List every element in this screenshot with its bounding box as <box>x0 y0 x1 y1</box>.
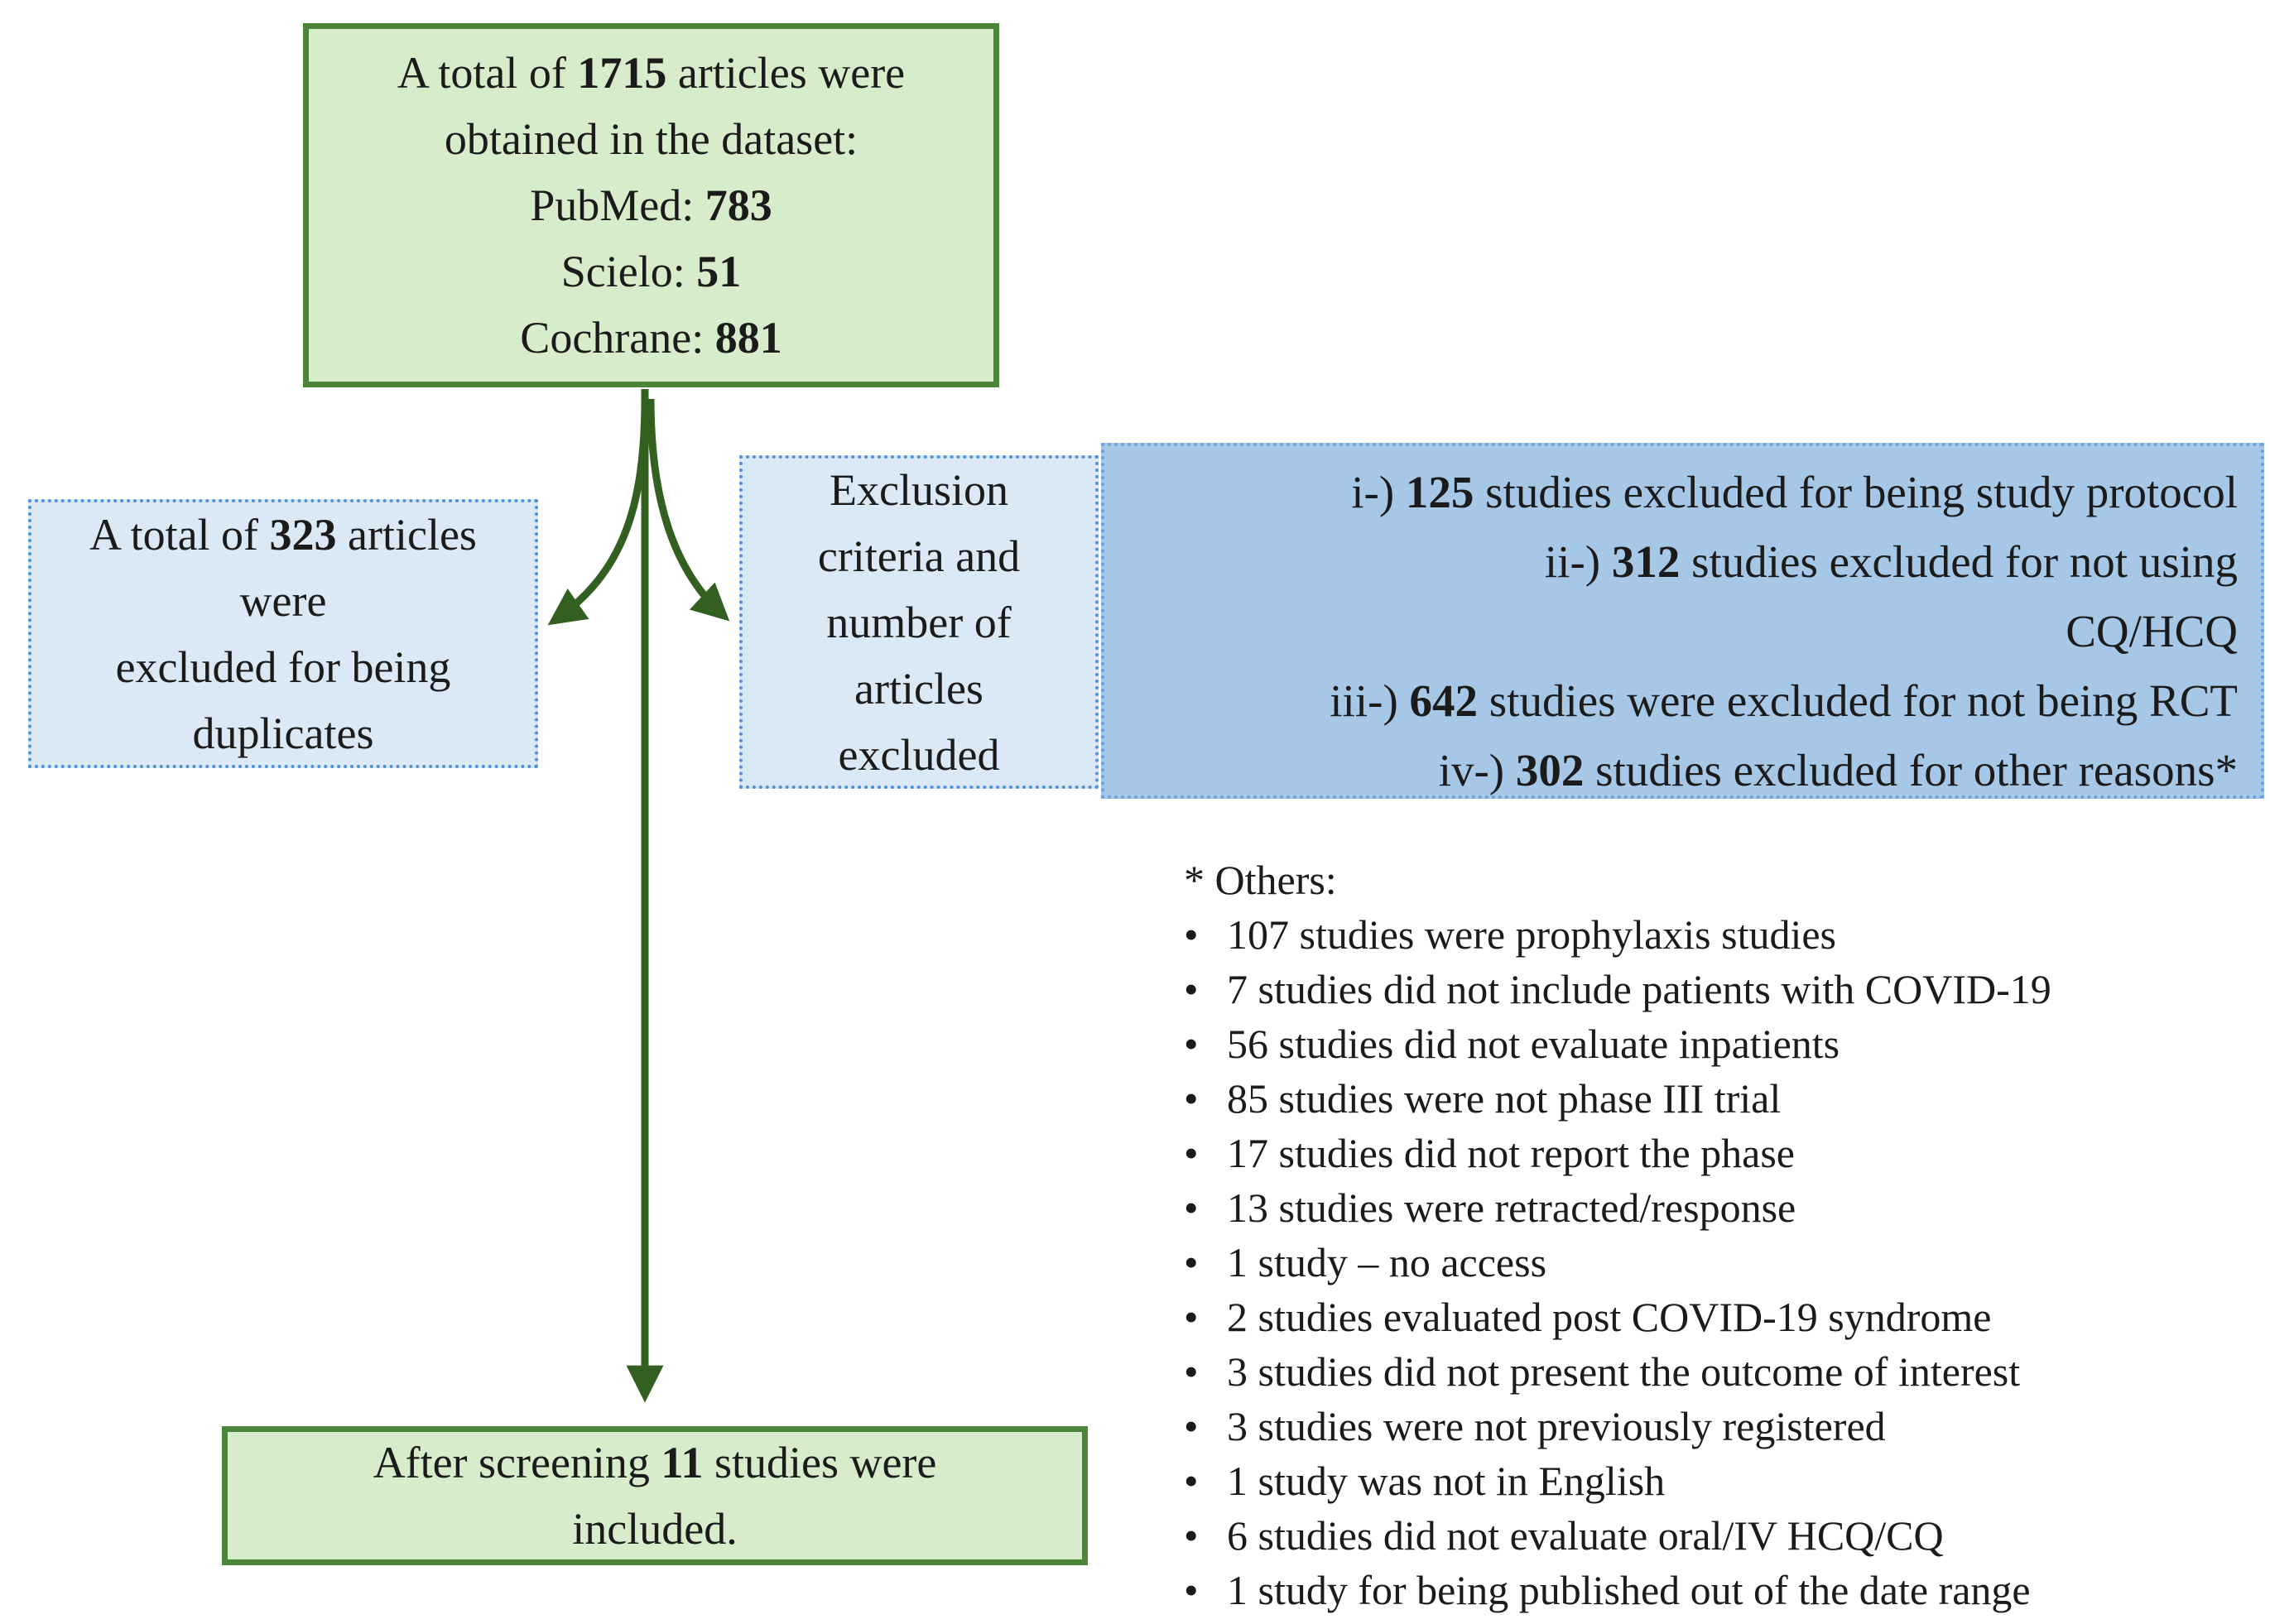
bullet-icon: • <box>1184 1403 1199 1449</box>
bullet-icon: • <box>1184 1184 1199 1231</box>
note-bullet-text: 56 studies did not evaluate inpatients <box>1227 1021 1840 1067</box>
note-bullet-item: • 1 study for being published out of the … <box>1184 1563 2270 1617</box>
bullet-icon: • <box>1184 1458 1199 1504</box>
note-bullet-text: 1 study – no access <box>1227 1239 1547 1285</box>
others-footnote: * Others: • 107 studies were prophylaxis … <box>1184 853 2270 1617</box>
bullet-icon: • <box>1184 911 1199 958</box>
others-footnote-title: * Others: <box>1184 857 1337 903</box>
note-bullet-item: • 3 studies did not present the outcome o… <box>1184 1344 2270 1399</box>
bullet-icon: • <box>1184 1348 1199 1395</box>
note-bullet-item: • 56 studies did not evaluate inpatients <box>1184 1016 2270 1071</box>
bullet-icon: • <box>1184 1567 1199 1613</box>
note-bullet-text: 7 studies did not include patients with … <box>1227 966 2051 1012</box>
note-bullet-text: 13 studies were retracted/response <box>1227 1184 1796 1231</box>
note-bullet-item: • 17 studies did not report the phase <box>1184 1126 2270 1180</box>
exclusion-branch-arrow <box>647 398 730 622</box>
note-bullet-text: 3 studies were not previously registered <box>1227 1403 1886 1449</box>
bullet-icon: • <box>1184 1075 1199 1122</box>
bullet-icon: • <box>1184 1021 1199 1067</box>
note-bullet-item: • 3 studies were not previously registere… <box>1184 1399 2270 1453</box>
bullet-icon: • <box>1184 1512 1199 1559</box>
note-bullet-text: 6 studies did not evaluate oral/IV HCQ/C… <box>1227 1512 1944 1559</box>
note-bullet-text: 1 study was not in English <box>1227 1458 1666 1504</box>
bullet-icon: • <box>1184 966 1199 1012</box>
bullet-icon: • <box>1184 1294 1199 1340</box>
note-bullet-item: • 13 studies were retracted/response <box>1184 1180 2270 1235</box>
note-bullet-item: • 1 study was not in English <box>1184 1453 2270 1508</box>
exclusion-details-text: i-) 125 studies excluded for being study… <box>1330 467 2238 795</box>
note-bullet-item: • 2 studies evaluated post COVID-19 syndr… <box>1184 1290 2270 1344</box>
note-bullet-item: • 85 studies were not phase III trial <box>1184 1071 2270 1126</box>
bullet-icon: • <box>1184 1239 1199 1285</box>
note-bullet-text: 17 studies did not report the phase <box>1227 1130 1795 1176</box>
note-bullet-item: • 7 studies did not include patients with… <box>1184 962 2270 1016</box>
note-bullet-text: 107 studies were prophylaxis studies <box>1227 911 1837 958</box>
bullet-icon: • <box>1184 1130 1199 1176</box>
note-bullet-text: 1 study for being published out of the d… <box>1227 1567 2031 1613</box>
note-bullet-text: 2 studies evaluated post COVID-19 syndro… <box>1227 1294 1992 1340</box>
note-bullet-item: • 107 studies were prophylaxis studies <box>1184 907 2270 962</box>
duplicates-branch-arrow <box>547 398 649 626</box>
note-bullet-item: • 1 study – no access <box>1184 1235 2270 1290</box>
note-bullet-text: 85 studies were not phase III trial <box>1227 1075 1782 1122</box>
exclusion-details-box: i-) 125 studies excluded for being study… <box>1101 443 2264 799</box>
note-bullet-text: 3 studies did not present the outcome of… <box>1227 1348 2021 1395</box>
note-bullet-item: • 6 studies did not evaluate oral/IV HCQ/… <box>1184 1508 2270 1563</box>
others-footnote-list: • 107 studies were prophylaxis studies • 7 … <box>1184 907 2270 1617</box>
